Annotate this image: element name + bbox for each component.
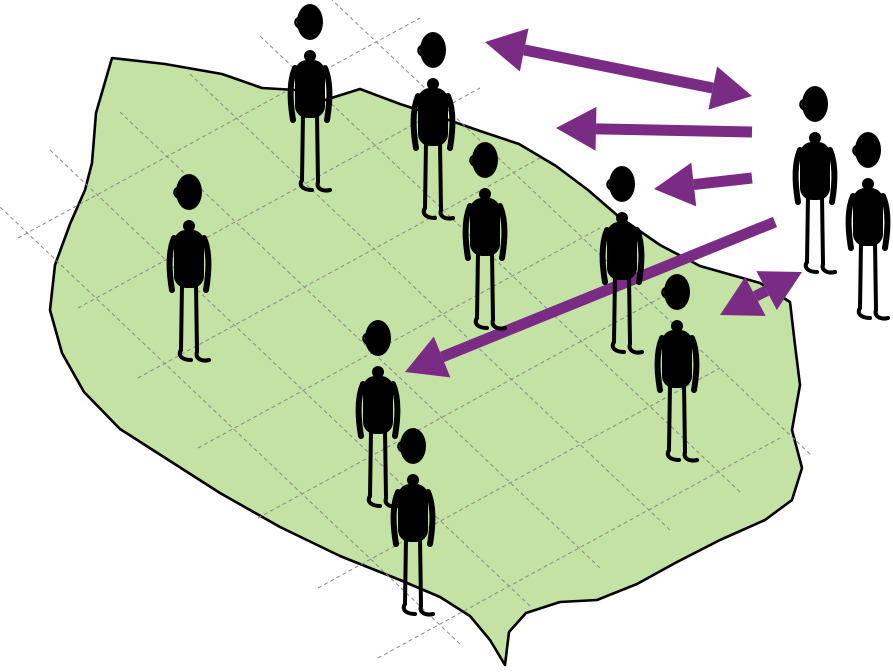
migration-arrow bbox=[485, 28, 752, 110]
migration-arrow bbox=[720, 271, 802, 316]
person-figure-outside bbox=[796, 86, 835, 273]
arrow-group bbox=[405, 28, 802, 378]
migration-arrow bbox=[556, 106, 753, 151]
migration-arrow bbox=[405, 216, 778, 378]
migration-arrow bbox=[654, 162, 753, 207]
person-figure-outside bbox=[849, 132, 888, 319]
